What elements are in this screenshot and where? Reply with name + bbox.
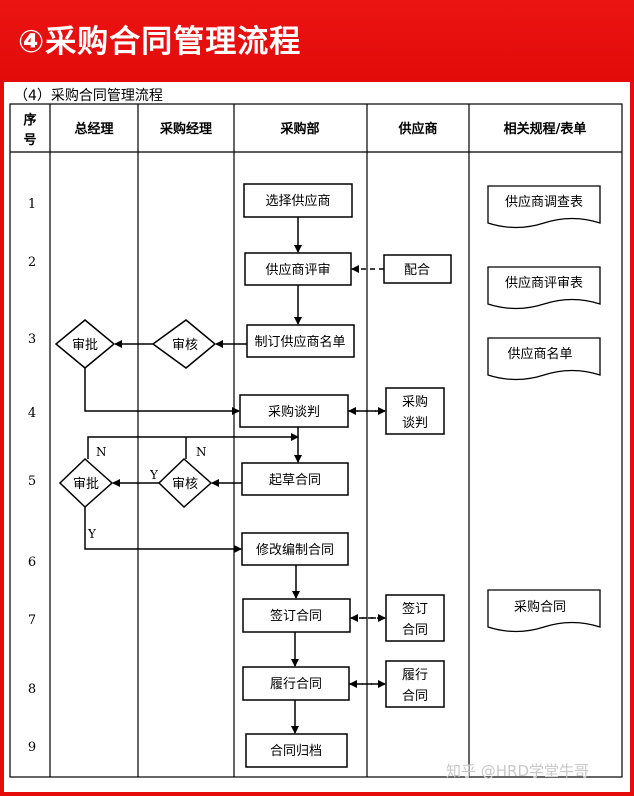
label-doc-supplier-survey: 供应商调查表 (505, 194, 583, 210)
row-number: 3 (28, 332, 36, 347)
edge-label-y-pm: Y (149, 468, 159, 482)
table-border (9, 103, 623, 778)
banner-title: ④采购合同管理流程 (18, 24, 302, 60)
doc-supplier-review (487, 266, 601, 310)
header-general-manager: 总经理 (74, 121, 113, 137)
node-make-list (246, 324, 355, 358)
diamond-pm-audit-1 (151, 319, 217, 369)
node-labels: 选择供应商 供应商评审 配合 制订供应商名单 审核 审批 采购谈判 采购 谈判 … (72, 193, 430, 759)
document-labels: 供应商调查表 供应商评审表 供应商名单 采购合同 (505, 194, 583, 615)
node-sign-contract (242, 598, 351, 633)
node-perform-contract (242, 666, 350, 701)
header-supplier: 供应商 (397, 121, 437, 137)
doc-purchase-contract (487, 589, 601, 633)
edge-approve-to-revise (84, 507, 242, 553)
doc-supplier-list (487, 337, 601, 381)
edge-labels: N N Y Y (87, 445, 207, 541)
node-revise-contract (241, 532, 349, 566)
row-number: 4 (28, 406, 36, 421)
row-number: 1 (28, 197, 36, 212)
label-make-list: 制订供应商名单 (254, 334, 345, 350)
label-negotiate: 采购谈判 (268, 404, 320, 420)
row-number: 7 (28, 613, 36, 628)
label-negotiate-supplier-1: 采购 (402, 394, 428, 410)
label-pm-audit-2: 审核 (172, 477, 198, 492)
row-number: 6 (28, 555, 36, 570)
header-purchase-manager: 采购经理 (159, 121, 212, 137)
label-pm-audit-1: 审核 (172, 338, 198, 353)
node-negotiate (239, 394, 349, 428)
label-select-supplier: 选择供应商 (265, 193, 330, 209)
label-sign-contract: 签订合同 (270, 608, 322, 624)
title-banner: ④采购合同管理流程 (0, 0, 634, 82)
label-doc-supplier-review: 供应商评审表 (505, 275, 583, 291)
row-number: 9 (28, 740, 36, 755)
edge-gm-no-loop (87, 433, 299, 459)
header-purchase-dept: 采购部 (279, 121, 319, 137)
label-supplier-review: 供应商评审 (265, 262, 330, 278)
header-seq-bottom: 号 (23, 133, 36, 148)
diamond-pm-audit-2 (157, 457, 213, 509)
label-perform-supplier-2: 合同 (402, 689, 428, 704)
watermark: 知乎 @HRD学堂牛哥 (446, 762, 589, 780)
label-cooperate: 配合 (404, 263, 430, 278)
sheet-title: （4）采购合同管理流程 (14, 88, 163, 104)
label-sign-supplier-1: 签订 (402, 601, 428, 617)
decision-nodes (54, 319, 217, 509)
label-gm-approve-2: 审批 (73, 477, 99, 492)
node-negotiate-supplier (385, 387, 445, 435)
label-negotiate-supplier-2: 谈判 (402, 416, 428, 431)
label-gm-approve-1: 审批 (72, 338, 98, 353)
process-nodes (239, 183, 452, 768)
edge-approve-to-negotiate (84, 368, 240, 415)
table-grid (9, 103, 623, 778)
table-header: 序 号 总经理 采购经理 采购部 供应商 相关规程/表单 (23, 112, 586, 148)
header-seq-top: 序 (23, 112, 36, 128)
node-select-supplier (243, 183, 353, 218)
header-docs: 相关规程/表单 (504, 121, 587, 137)
flowchart-svg: 序 号 总经理 采购经理 采购部 供应商 相关规程/表单 1 2 3 4 5 6… (9, 103, 623, 780)
document-shapes (487, 185, 601, 633)
row-numbers: 1 2 3 4 5 6 7 8 9 (28, 197, 36, 755)
edge-label-n-pm: N (196, 445, 207, 459)
node-sign-supplier (385, 594, 445, 642)
label-doc-purchase-contract: 采购合同 (514, 599, 566, 615)
label-perform-contract: 履行合同 (270, 677, 322, 692)
row-number: 2 (28, 255, 36, 270)
row-number: 5 (28, 474, 36, 489)
edge-label-n-gm: N (96, 445, 107, 459)
row-number: 8 (28, 682, 36, 697)
node-cooperate (383, 254, 452, 284)
node-perform-supplier (385, 660, 445, 708)
node-archive (245, 733, 348, 768)
edge-label-y-gm: Y (87, 527, 97, 541)
label-perform-supplier-1: 履行 (402, 668, 428, 683)
label-revise-contract: 修改编制合同 (256, 543, 334, 558)
node-draft-contract (241, 462, 349, 496)
label-sign-supplier-2: 合同 (402, 623, 428, 638)
label-draft-contract: 起草合同 (269, 473, 321, 488)
label-doc-supplier-list: 供应商名单 (507, 346, 572, 362)
doc-supplier-survey (487, 185, 601, 229)
flowchart-sheet: （4）采购合同管理流程 序 号 总经理 采购经理 采购部 供应商 相关规程/表单 (4, 82, 630, 792)
label-archive: 合同归档 (270, 744, 322, 759)
connectors (84, 217, 386, 734)
